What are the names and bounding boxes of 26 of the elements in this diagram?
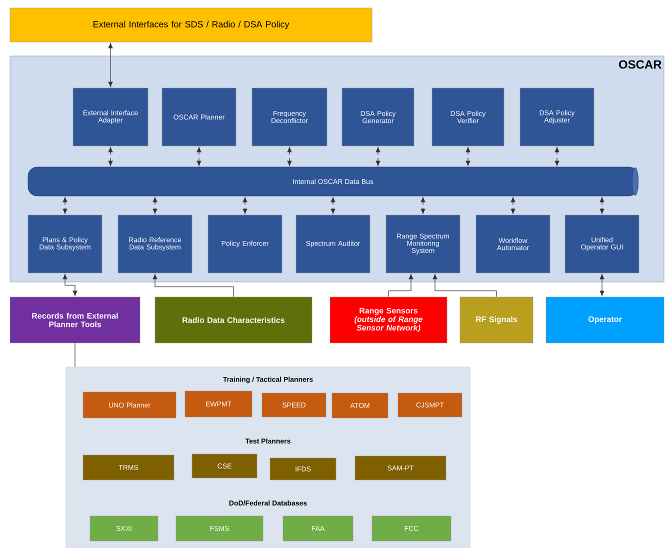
interface-box: External Interfaces for SDS / Radio / DSA Policy [10, 8, 372, 42]
connector [74, 342, 76, 368]
connector [330, 197, 336, 214]
source-box: Radio Data Characteristics [154, 296, 312, 344]
connector [388, 274, 414, 298]
connector [554, 147, 560, 166]
connector [600, 274, 604, 296]
source-box: Operator [546, 296, 664, 344]
connector [62, 197, 68, 214]
connector [108, 147, 113, 166]
connector [242, 197, 248, 214]
connector [152, 197, 158, 214]
connector [432, 274, 497, 298]
source-box: RF Signals [460, 296, 534, 344]
connector [287, 147, 292, 166]
source-box: Range Sensors (outside of Range Sensor Network) [330, 296, 448, 344]
connector [196, 147, 202, 166]
source-box: Records from External Planner Tools [10, 296, 140, 344]
connector [152, 274, 234, 298]
connector [420, 197, 426, 214]
connector [466, 147, 470, 166]
connector [510, 197, 516, 214]
connector [376, 147, 380, 166]
connector [600, 197, 604, 214]
connector [62, 274, 78, 296]
connector [108, 43, 113, 87]
